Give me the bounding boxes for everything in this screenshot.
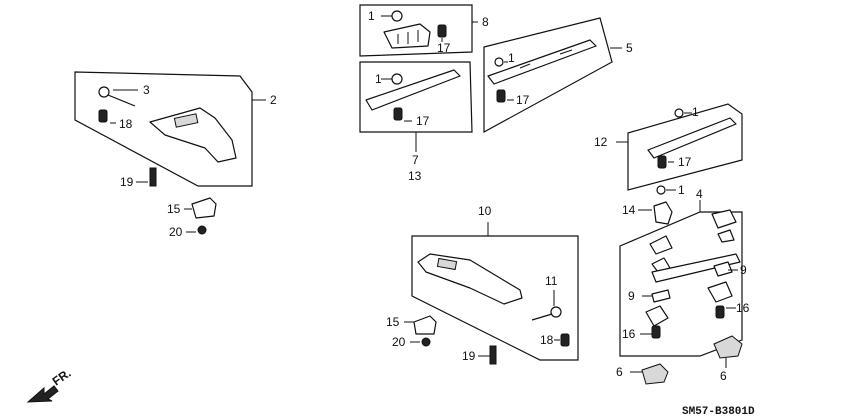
bolt-17b [393,107,403,121]
callout-6: 6 [720,369,727,383]
washer-1c [494,57,504,67]
washer-1b [391,73,403,85]
screw-18b [560,333,570,347]
sun-visor-left [149,107,237,163]
bolt-17c [496,89,506,103]
rail-clip [383,23,431,49]
callout-16-b: 16 [622,327,636,341]
screw-18 [98,109,108,123]
callout-9: 9 [740,263,747,277]
visor-clip-right [550,306,562,318]
callout-11: 11 [545,274,558,288]
bracket-lower [707,281,733,303]
callout-17-c: 17 [516,93,530,107]
pad-9 [651,289,671,303]
cap-6-right [713,335,743,368]
washer-1d [674,108,684,118]
bolt-16b [651,325,661,339]
callout-17-d: 17 [678,155,692,169]
group-10-sun-visor-right [411,222,579,361]
front-label: FR. [50,366,74,389]
callout-16: 16 [736,301,750,315]
cap-6-lower [630,363,669,385]
callout-1-b: 1 [375,72,382,86]
callout-18: 18 [119,117,133,131]
bolt-17 [437,24,447,38]
group-2-sun-visor-left [74,71,266,187]
callout-6-b: 6 [616,365,623,379]
bolt-16 [715,305,725,319]
hook-14 [653,201,673,225]
screw-19-left [136,167,157,187]
visor-clip [98,86,110,98]
front-direction-arrow: FR. [26,366,74,403]
callout-15-b: 15 [386,315,400,329]
callout-18-b: 18 [540,333,554,347]
diagram-code: SM57-B3801D [682,406,755,418]
callout-3: 3 [143,83,150,97]
callout-14: 14 [622,203,636,217]
clip-upper [649,235,673,255]
slide-rail [651,253,741,283]
bolt-17d [657,155,667,169]
rail-7 [365,69,461,111]
callout-5: 5 [626,41,633,55]
sun-visor-right [417,253,523,305]
group-12-rail [616,103,743,191]
callout-2: 2 [270,93,277,107]
callout-1-d: 1 [692,105,699,119]
callout-13: 13 [408,169,422,183]
callout-20: 20 [169,225,183,239]
cap-20 [197,225,207,235]
callout-7: 7 [412,153,419,167]
group-8-bracket [359,4,478,57]
washer-1 [391,10,403,22]
callout-9-b: 9 [628,289,635,303]
group-7-rail [359,61,473,152]
arrow-icon [26,385,59,403]
callout-20-b: 20 [392,335,406,349]
callout-8: 8 [482,15,489,29]
cap-20b [421,337,431,347]
callout-19-b: 19 [462,349,476,363]
callout-1-e: 1 [678,183,685,197]
callout-1: 1 [368,9,375,23]
rail-12 [647,117,737,159]
callout-17: 17 [437,41,451,55]
washer-1e [656,185,666,195]
visor-hook-15-left [184,197,217,235]
callout-15: 15 [167,202,181,216]
visor-hook-15-right [404,315,437,347]
callout-12: 12 [594,135,608,149]
callout-10: 10 [478,204,492,218]
clip-lower [645,305,669,327]
group-4-hardware [619,185,743,357]
callout-4: 4 [696,187,703,201]
callout-17-b: 17 [416,114,430,128]
screw-19-right [478,345,497,365]
bracket-top [711,209,737,229]
callout-19: 19 [120,175,134,189]
callout-1-c: 1 [508,51,515,65]
group-5-long-rail [483,17,622,134]
